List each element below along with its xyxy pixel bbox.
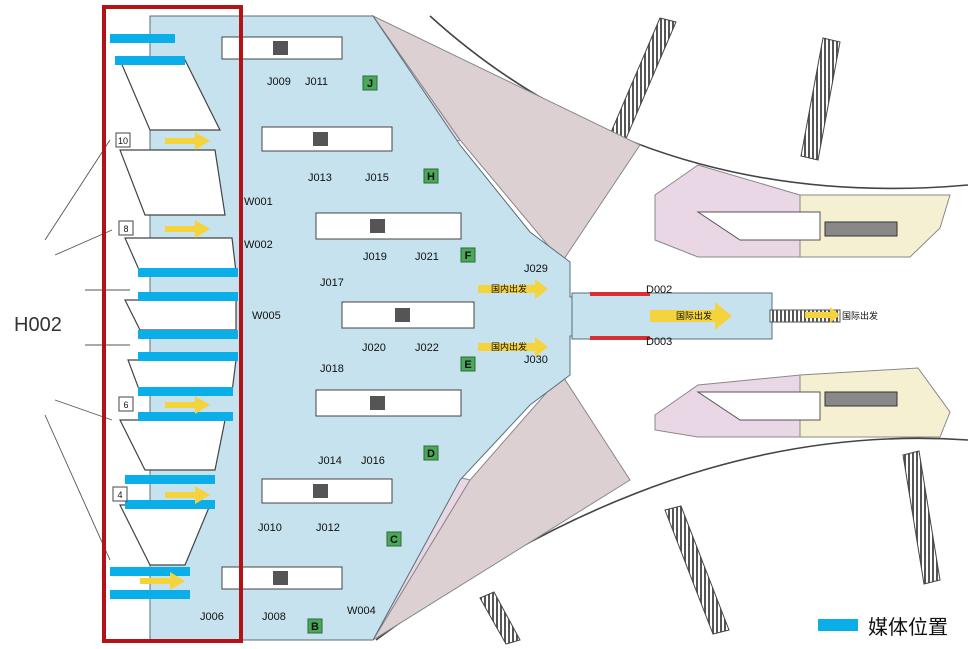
media-position bbox=[115, 56, 185, 65]
gate-label: J030 bbox=[524, 354, 548, 366]
boarding-number: 6 bbox=[123, 400, 128, 410]
gate-label: J015 bbox=[365, 172, 389, 184]
gate-label: J016 bbox=[361, 455, 385, 467]
media-area-frame bbox=[102, 5, 243, 643]
boarding-number: 10 bbox=[118, 136, 128, 146]
media-position bbox=[138, 387, 233, 396]
gate-label: J019 bbox=[363, 251, 387, 263]
media-position bbox=[125, 475, 215, 484]
international-departure-label: 国际出发 bbox=[842, 310, 878, 321]
gate-label: J018 bbox=[320, 363, 344, 375]
zone-markers bbox=[307, 75, 476, 634]
media-legend-label: 媒体位置 bbox=[868, 614, 948, 639]
media-legend-swatch bbox=[818, 619, 858, 631]
zone-label: E bbox=[464, 359, 471, 371]
boarding-number-boxes bbox=[112, 132, 134, 502]
h002-label: H002 bbox=[14, 314, 62, 336]
d003-label: D003 bbox=[646, 336, 672, 348]
gate-label: J011 bbox=[305, 76, 328, 88]
gate-label: J029 bbox=[524, 263, 548, 275]
media-positions bbox=[110, 34, 238, 599]
gate-label: J021 bbox=[415, 251, 439, 263]
media-position bbox=[110, 567, 190, 576]
international-islands bbox=[654, 164, 951, 438]
gate-label: J008 bbox=[262, 611, 286, 623]
w001-label: W001 bbox=[244, 196, 273, 208]
zone-label: F bbox=[465, 250, 472, 262]
gate-label: J017 bbox=[320, 277, 344, 289]
zone-label: C bbox=[390, 534, 398, 546]
gate-label: J022 bbox=[415, 342, 439, 354]
escalator-icons bbox=[273, 41, 410, 585]
gate-label: J009 bbox=[267, 76, 291, 88]
jet-bridges bbox=[479, 17, 941, 645]
departure-arrows bbox=[140, 132, 840, 590]
media-position bbox=[110, 34, 175, 43]
media-position bbox=[110, 590, 190, 599]
media-position bbox=[125, 500, 215, 509]
zone-label: B bbox=[311, 621, 319, 633]
legend: 媒体位置 bbox=[818, 612, 948, 639]
zone-label: D bbox=[427, 448, 435, 460]
media-position bbox=[138, 412, 233, 421]
gate-label: J012 bbox=[316, 522, 340, 534]
w002-label: W002 bbox=[244, 239, 273, 251]
w005-label: W005 bbox=[252, 310, 281, 322]
gate-fingers bbox=[119, 59, 237, 566]
boarding-number: 4 bbox=[117, 490, 122, 500]
zone-label: J bbox=[367, 78, 373, 90]
zone-label: H bbox=[427, 171, 435, 183]
media-position bbox=[138, 352, 238, 361]
domestic-departure-label: 国内出发 bbox=[491, 341, 527, 352]
international-departure-label: 国际出发 bbox=[676, 310, 712, 321]
w004-label: W004 bbox=[347, 605, 376, 617]
gate-label: J010 bbox=[258, 522, 282, 534]
gate-label: J006 bbox=[200, 611, 224, 623]
media-position bbox=[138, 268, 238, 277]
media-position bbox=[138, 292, 238, 301]
gate-label: J020 bbox=[362, 342, 386, 354]
gate-label: J013 bbox=[308, 172, 332, 184]
boarding-number: 8 bbox=[123, 224, 128, 234]
gate-label: J014 bbox=[318, 455, 342, 467]
domestic-departure-label: 国内出发 bbox=[491, 283, 527, 294]
d002-label: D002 bbox=[646, 284, 672, 296]
media-position bbox=[138, 330, 238, 339]
